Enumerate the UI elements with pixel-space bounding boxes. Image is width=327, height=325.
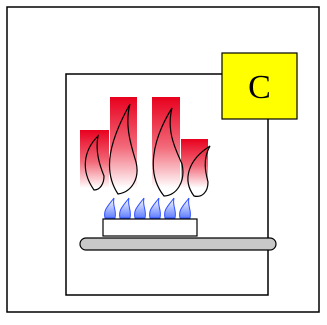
burner-head bbox=[102, 218, 198, 237]
label-badge: C bbox=[221, 52, 298, 120]
fire-icon bbox=[80, 97, 211, 197]
burner-flame-6 bbox=[179, 197, 191, 219]
burner-flame-2 bbox=[119, 197, 131, 219]
stove-shelf bbox=[79, 237, 277, 251]
burner-flames bbox=[104, 197, 191, 219]
gas-burner-icon bbox=[102, 197, 198, 237]
heat-column-4 bbox=[181, 139, 208, 188]
flame-outline-1 bbox=[84, 134, 105, 191]
heat-column-2 bbox=[110, 97, 137, 188]
burner-flame-5 bbox=[164, 197, 176, 219]
flame-outline-3 bbox=[152, 107, 184, 197]
flame-outline-4 bbox=[187, 145, 211, 197]
burner-flame-1 bbox=[104, 197, 116, 219]
badge-label: C bbox=[248, 69, 271, 106]
burner-flame-4 bbox=[149, 197, 161, 219]
flame-outline-2 bbox=[108, 103, 138, 195]
burner-flame-3 bbox=[134, 197, 146, 219]
heat-column-1 bbox=[80, 130, 109, 188]
badge-box bbox=[221, 52, 298, 120]
